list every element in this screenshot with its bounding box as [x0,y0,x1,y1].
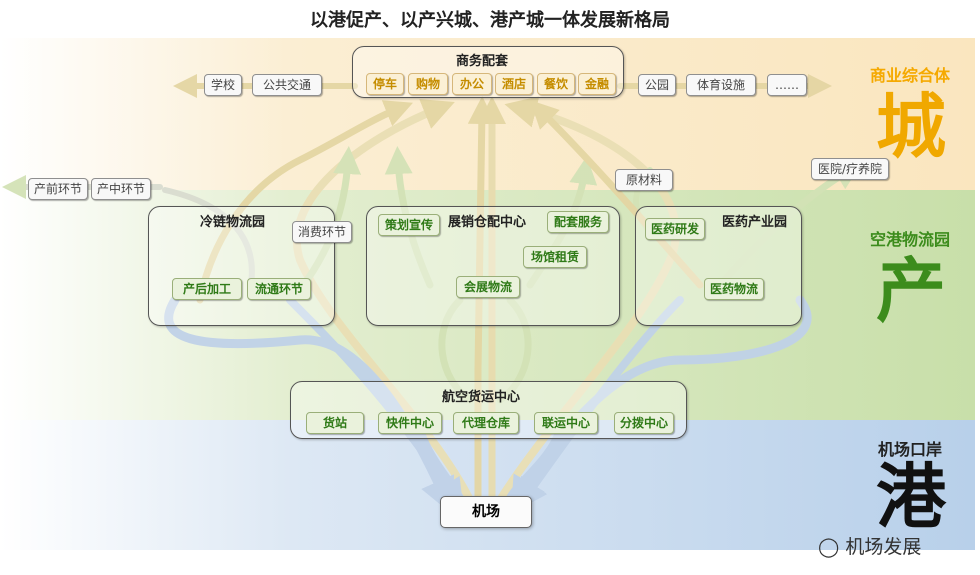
post-processing-tag: 产后加工 [172,278,242,300]
park-tag: 公园 [638,74,676,96]
watermark: ◯ 机场发展 [818,532,921,559]
cold-chain-park-title: 冷链物流园 [200,215,266,230]
dining-tag: 餐饮 [537,73,575,95]
city-band-title: 商业综合体 [870,66,951,85]
school-tag: 学校 [204,74,242,96]
business-support-title: 商务配套 [456,54,509,69]
industry-band-title: 空港物流园 [870,230,951,249]
watermark-text: 机场发展 [845,536,922,558]
port-big-char: 港 [876,456,946,538]
pharma-rd-tag: 医药研发 [645,218,705,240]
freight-station-tag: 货站 [306,412,364,434]
sports-facility-tag: 体育设施 [686,74,756,96]
exhibition-center-title: 展销仓配中心 [448,215,527,230]
airport-box: 机场 [440,496,532,528]
raw-material-tag: 原材料 [615,169,673,191]
public-transit-tag: 公共交通 [252,74,322,96]
pharma-logistics-tag: 医药物流 [704,278,764,300]
port-band-title: 机场口岸 [878,440,943,459]
pre-production-tag: 产前环节 [28,178,88,200]
hospital-tag: 医院/疗养院 [811,158,889,180]
parking-tag: 停车 [366,73,404,95]
pharma-park-title: 医药产业园 [722,215,788,230]
consumption-tag: 消费环节 [292,221,352,243]
hotel-tag: 酒店 [495,73,533,95]
industry-big-char: 产 [876,250,946,332]
finance-tag: 金融 [578,73,616,95]
office-tag: 办公 [452,73,492,95]
air-cargo-center-title: 航空货运中心 [442,390,521,405]
wechat-icon: ◯ [818,536,840,558]
intermodal-center-tag: 联运中心 [534,412,598,434]
page-title: 以港促产、以产兴城、港产城一体发展新格局 [310,10,670,31]
exhibition-logistics-tag: 会展物流 [456,276,520,298]
circulation-tag: 流通环节 [247,278,311,300]
city-big-char: 城 [876,86,946,168]
shopping-tag: 购物 [408,73,448,95]
port-band [0,420,975,550]
venue-rental-tag: 场馆租赁 [523,246,587,268]
agent-warehouse-tag: 代理仓库 [453,412,519,434]
planning-tag: 策划宣传 [378,214,440,236]
more-tag: …… [767,74,807,96]
distribution-center-tag: 分拨中心 [614,412,674,434]
express-center-tag: 快件中心 [378,412,442,434]
mid-production-tag: 产中环节 [91,178,151,200]
support-services-tag: 配套服务 [547,211,609,233]
